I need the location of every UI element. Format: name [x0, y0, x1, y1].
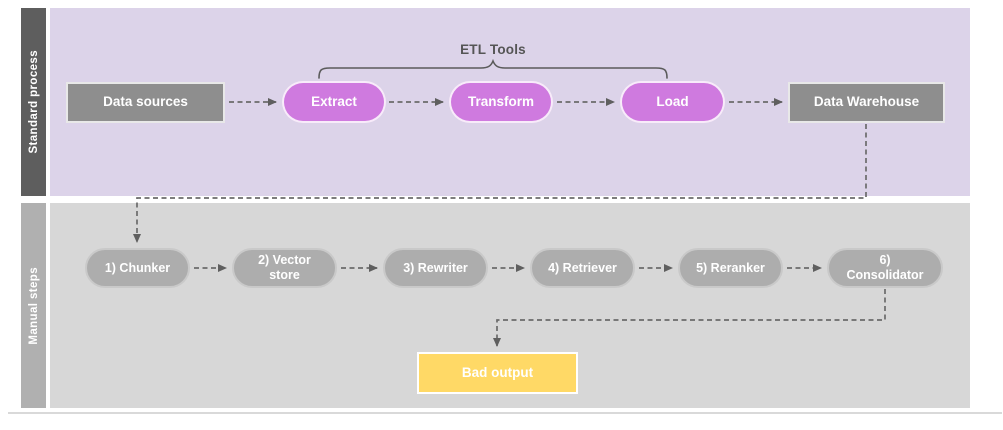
node-transform: Transform	[449, 81, 553, 123]
node-reranker: 5) Reranker	[678, 248, 783, 288]
node-retriever: 4) Retriever	[530, 248, 635, 288]
node-vector-store: 2) Vector store	[232, 248, 337, 288]
lane-header-standard-process: Standard process	[21, 8, 46, 196]
node-data-sources: Data sources	[66, 82, 225, 123]
node-load: Load	[620, 81, 725, 123]
lane-label-manual-steps: Manual steps	[27, 266, 40, 345]
node-data-warehouse: Data Warehouse	[788, 82, 945, 123]
node-extract: Extract	[282, 81, 386, 123]
node-chunker: 1) Chunker	[85, 248, 190, 288]
etl-tools-annotation: ETL Tools	[460, 42, 526, 57]
bottom-separator-line	[8, 412, 1002, 414]
lane-header-manual-steps: Manual steps	[21, 203, 46, 408]
node-bad-output: Bad output	[417, 352, 578, 394]
node-consolidator: 6) Consolidator	[827, 248, 943, 288]
node-rewriter: 3) Rewriter	[383, 248, 488, 288]
lane-label-standard-process: Standard process	[27, 50, 40, 154]
